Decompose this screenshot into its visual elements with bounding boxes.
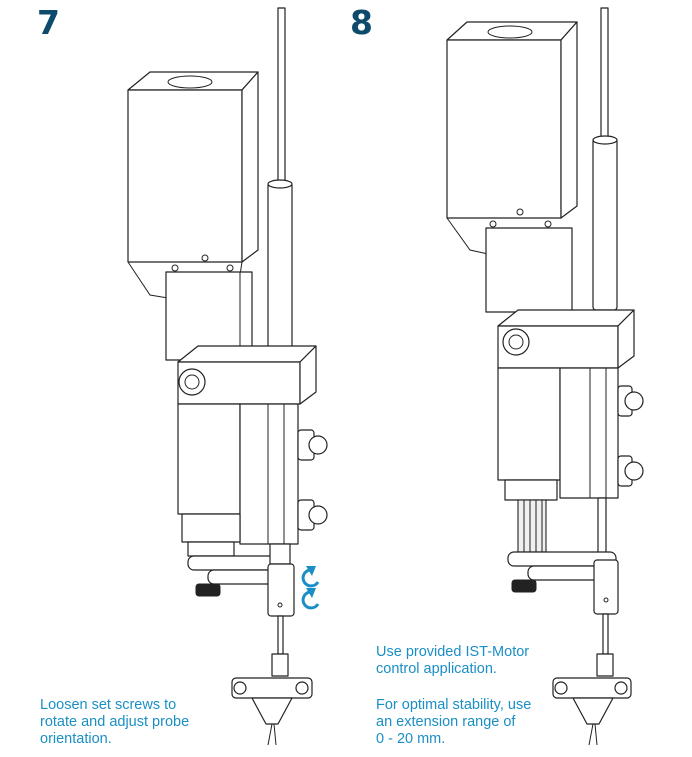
slide-body [559, 367, 619, 499]
slide-body [239, 403, 299, 545]
motor-box-side [241, 71, 259, 263]
knob-left [502, 328, 530, 356]
step-7-device [127, 7, 328, 746]
knob-left [178, 368, 206, 396]
step-7-number: 7 [37, 3, 60, 42]
step-8-device [446, 7, 644, 746]
guide-tube [592, 137, 618, 311]
clamp-top [497, 309, 635, 327]
motor-box-top [446, 21, 578, 41]
probe-holder [593, 559, 619, 615]
motor-box-top [127, 71, 259, 91]
clamp-top [177, 345, 317, 363]
probe-rod [277, 7, 286, 189]
step-7-caption: Loosen set screws to rotate and adjust p… [40, 697, 190, 747]
probe-rod [600, 7, 609, 139]
step-8-caption-1: Use provided IST-Motor control applicati… [376, 644, 530, 677]
motor-box-front [446, 39, 562, 219]
motor-box-front [127, 89, 243, 263]
rotate-arrow-icon [301, 566, 320, 610]
main-body [177, 403, 241, 515]
guide-tube [267, 181, 293, 355]
probe-holder [267, 563, 295, 617]
step-8-caption-2: For optimal stability, use an extension … [376, 697, 532, 747]
main-body [497, 367, 561, 481]
motor-neck [485, 227, 573, 313]
step-8-number: 8 [350, 3, 373, 42]
